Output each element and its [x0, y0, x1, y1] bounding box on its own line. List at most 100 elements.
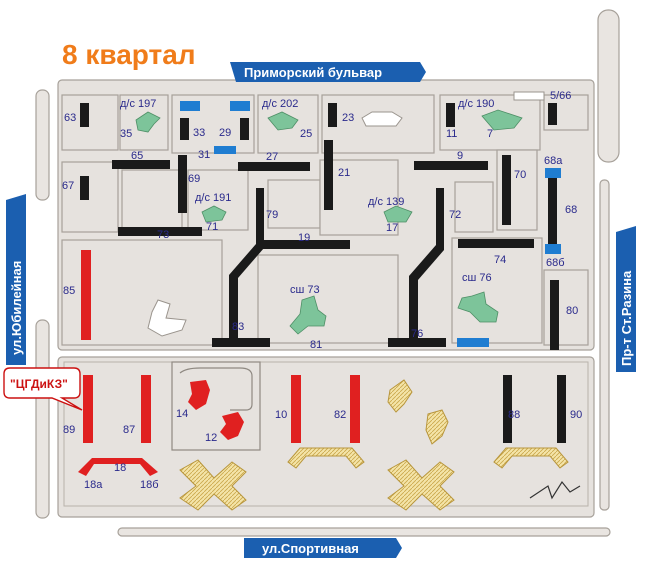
building-14	[188, 380, 210, 410]
label-sh76: сш 76	[462, 272, 492, 284]
building-83	[212, 338, 270, 347]
label-68: 68	[565, 204, 577, 216]
label-17: 17	[386, 222, 398, 234]
label-85: 85	[63, 285, 75, 297]
building-9	[414, 161, 488, 170]
building-27	[238, 162, 310, 171]
label-18b: 18б	[140, 479, 159, 491]
street-razina-label: Пр-т Ст.Разина	[619, 270, 634, 366]
label-74: 74	[494, 254, 506, 266]
kindergarten-197	[135, 111, 161, 133]
label-69: 69	[188, 173, 200, 185]
school-76	[457, 291, 499, 323]
label-18a: 18а	[84, 479, 103, 491]
label-31: 31	[198, 149, 210, 161]
building-labels: 63 д/с 197 35 33 29 д/с 202 25 23 д/с 19…	[62, 90, 582, 491]
building-74	[458, 239, 534, 248]
building-10	[291, 375, 301, 443]
label-sh73: сш 73	[290, 284, 320, 296]
label-90: 90	[570, 409, 582, 421]
label-14: 14	[176, 408, 188, 420]
building-87	[141, 375, 151, 443]
building-67	[80, 176, 89, 200]
label-71: 71	[206, 221, 218, 233]
label-686: 68б	[546, 257, 565, 269]
building-12	[220, 412, 244, 440]
building-65	[112, 160, 170, 169]
street-sportivnaya-label: ул.Спортивная	[262, 541, 359, 556]
building-79	[229, 188, 264, 342]
callout-text: "ЦГДиКЗ"	[10, 377, 68, 391]
building-29	[240, 118, 249, 140]
school-73	[289, 295, 327, 335]
building-76	[388, 338, 446, 347]
label-88: 88	[508, 409, 520, 421]
highlighted-buildings	[78, 250, 360, 476]
label-83: 83	[232, 321, 244, 333]
map-title: 8 квартал	[62, 39, 196, 70]
label-ds139: д/с 139	[368, 196, 404, 208]
label-ds197: д/с 197	[120, 98, 156, 110]
label-566: 5/66	[550, 90, 571, 102]
street-sign-sportivnaya: ул.Спортивная	[244, 538, 402, 558]
label-76: 76	[411, 328, 423, 340]
building-70	[502, 155, 511, 225]
label-82: 82	[334, 409, 346, 421]
street-sign-razina: Пр-т Ст.Разина	[616, 226, 636, 372]
label-19: 19	[298, 232, 310, 244]
label-9: 9	[457, 150, 463, 162]
street-sign-yubileynaya: ул.Юбилейная	[6, 194, 26, 365]
label-27: 27	[266, 151, 278, 163]
label-87: 87	[123, 424, 135, 436]
building-11	[446, 103, 455, 127]
kindergarten-190	[481, 109, 523, 131]
lower-block	[57, 356, 595, 518]
callout-cgdikz: "ЦГДиКЗ"	[3, 367, 83, 411]
buildings	[80, 103, 566, 443]
kindergarten-139	[383, 205, 413, 223]
blue-markers	[180, 101, 561, 347]
building-80	[550, 280, 559, 350]
label-73: 73	[157, 229, 169, 241]
label-29: 29	[219, 127, 231, 139]
building-88	[503, 375, 512, 443]
label-89: 89	[63, 424, 75, 436]
building-566	[548, 103, 557, 125]
building-18	[78, 458, 158, 476]
street-primorsky-label: Приморский бульвар	[244, 65, 382, 80]
road-edges	[35, 9, 620, 537]
label-35: 35	[120, 128, 132, 140]
building-21	[324, 140, 333, 210]
label-18: 18	[114, 462, 126, 474]
building-85	[81, 250, 91, 340]
label-33: 33	[193, 127, 205, 139]
building-82	[350, 375, 360, 443]
hatched-buildings	[179, 379, 569, 511]
street-sign-primorsky: Приморский бульвар	[230, 62, 426, 82]
building-33	[180, 118, 189, 140]
kindergarten-191	[201, 205, 227, 223]
building-63	[80, 103, 89, 127]
label-ds190: д/с 190	[458, 98, 494, 110]
label-65: 65	[131, 150, 143, 162]
street-yubileynaya-label: ул.Юбилейная	[9, 261, 24, 355]
label-25: 25	[300, 128, 312, 140]
label-7: 7	[487, 128, 493, 140]
label-81: 81	[310, 339, 322, 351]
kindergarten-202	[267, 111, 299, 131]
label-11: 11	[446, 128, 457, 140]
label-80: 80	[566, 305, 578, 317]
label-23: 23	[342, 112, 354, 124]
building-69	[178, 155, 187, 213]
label-72: 72	[449, 209, 461, 221]
outlined-structures	[147, 91, 545, 337]
label-68a: 68а	[544, 155, 563, 167]
label-63: 63	[64, 112, 76, 124]
building-72	[409, 188, 444, 338]
signature	[529, 480, 581, 500]
building-89	[83, 375, 93, 443]
building-73	[118, 227, 202, 236]
kindergartens	[135, 109, 523, 335]
building-19	[262, 240, 350, 249]
label-70: 70	[514, 169, 526, 181]
